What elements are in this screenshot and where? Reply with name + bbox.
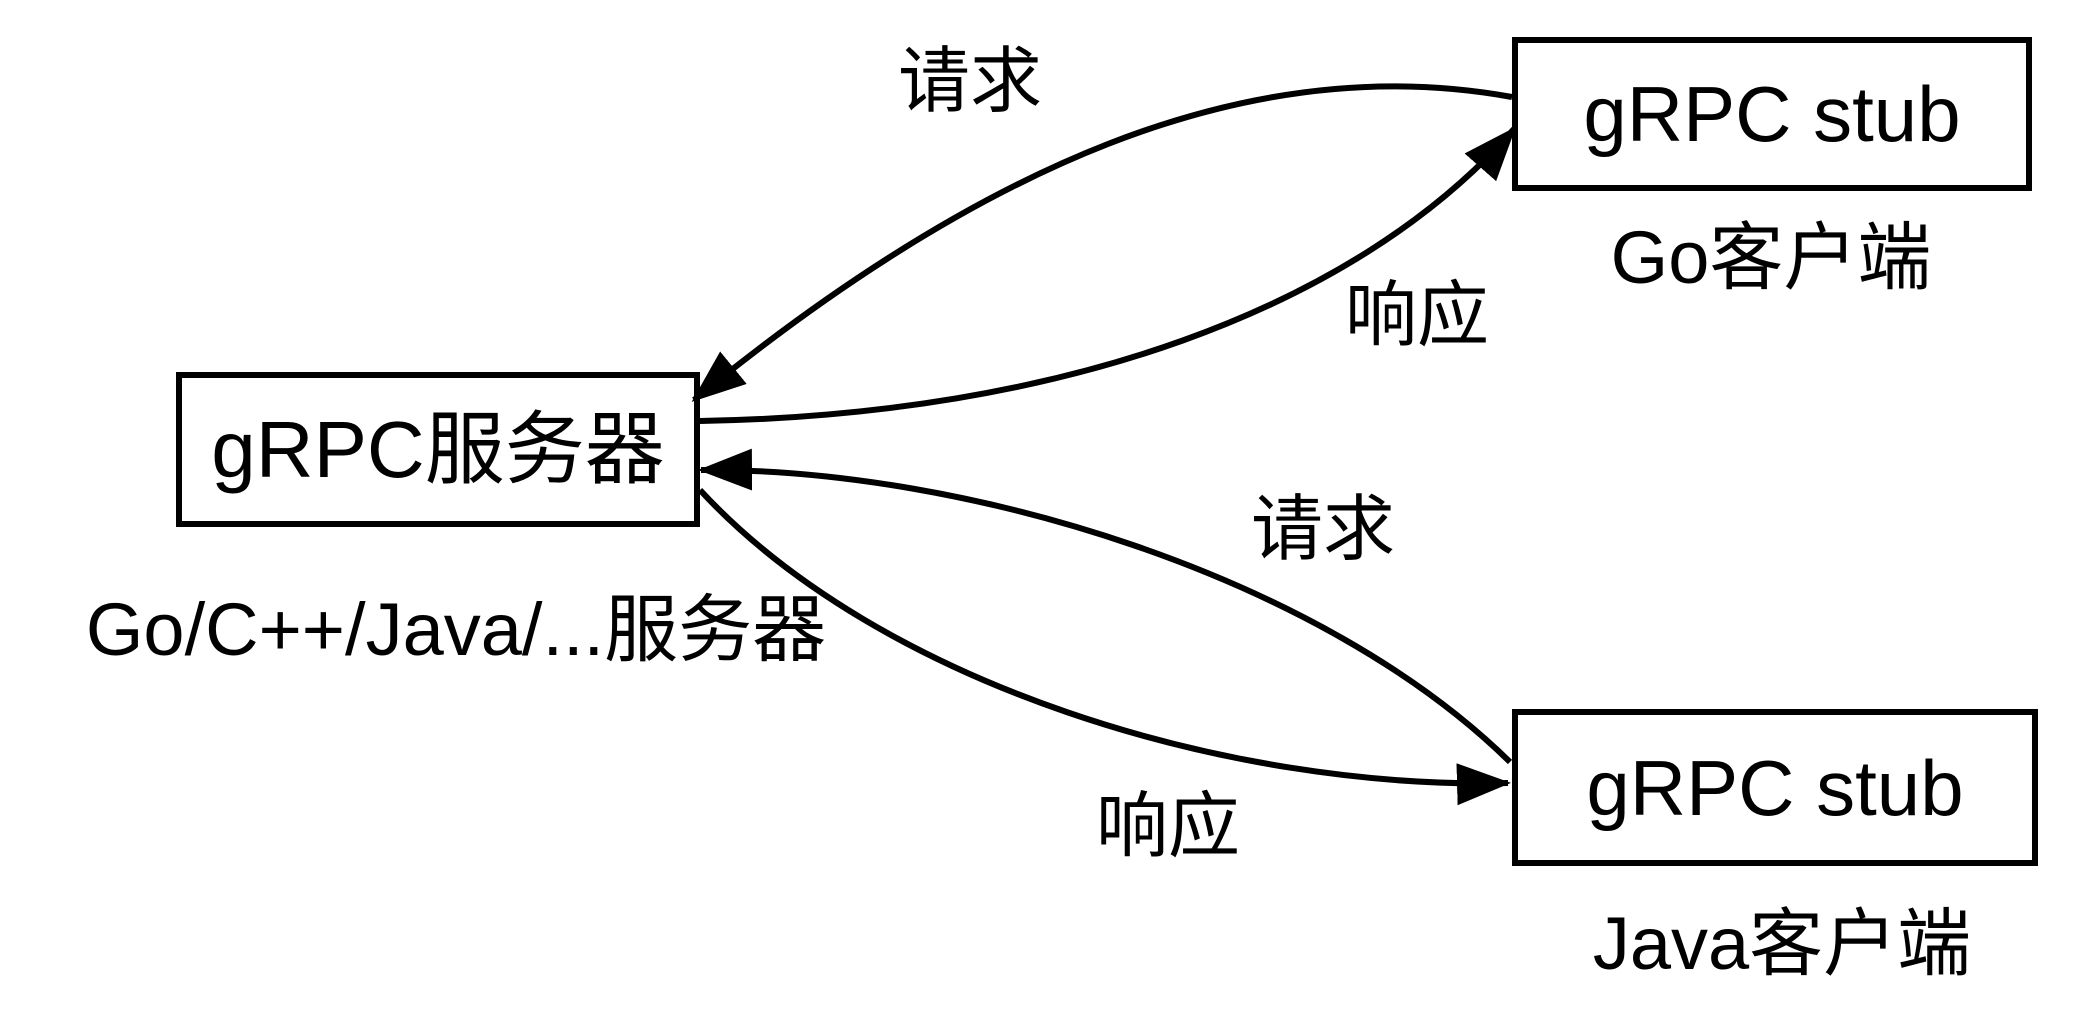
go-client-stub-box: gRPC stub (1512, 37, 2032, 191)
go-client-caption: Go客户端 (1610, 216, 1932, 299)
edge-label-go-request: 请求 (897, 42, 1043, 122)
java-client-stub-box: gRPC stub (1512, 709, 2038, 866)
edge-label-go-response: 响应 (1344, 276, 1490, 356)
grpc-server-title: gRPC服务器 (211, 404, 665, 494)
edge-go-response-arrow (699, 126, 1517, 424)
java-client-stub-title: gRPC stub (1586, 743, 1964, 832)
grpc-server-box: gRPC服务器 (176, 372, 700, 527)
grpc-server-caption: Go/C++/Java/...服务器 (85, 588, 827, 671)
edge-label-java-request: 请求 (1250, 490, 1396, 570)
edge-label-java-response: 响应 (1095, 787, 1241, 867)
go-client-stub-title: gRPC stub (1583, 70, 1961, 158)
java-client-caption: Java客户端 (1592, 902, 1972, 985)
